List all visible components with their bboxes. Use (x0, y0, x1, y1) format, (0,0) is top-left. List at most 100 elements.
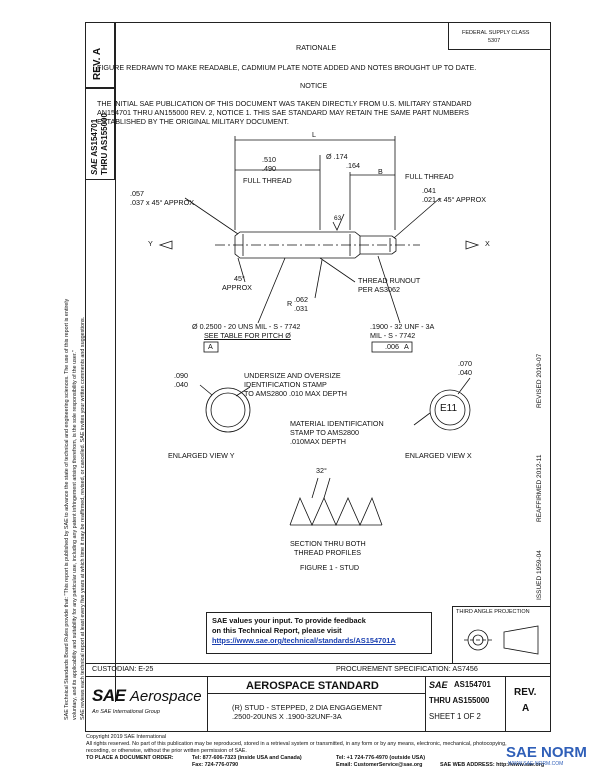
fsc-line-2: 5307 (488, 38, 501, 44)
full-thread-left: FULL THREAD (243, 176, 292, 185)
rationale-text: FIGURE REDRAWN TO MAKE READABLE, CADMIUM… (97, 63, 477, 72)
feedback-line-2: on this Technical Report, please visit (212, 626, 342, 635)
approx-label: APPROX (222, 283, 252, 292)
dim-dia-174: Ø .174 (326, 152, 348, 161)
dim-510: .510 (262, 155, 276, 164)
title-line-1: (R) STUD - STEPPED, 2 DIA ENGAGEMENT (232, 703, 383, 712)
footer-copyright-1: Copyright 2019 SAE International (86, 734, 167, 740)
chamfer-left-2: .037 x 45° APPROX (130, 198, 195, 207)
sae-logo: SAE Aerospace (92, 686, 202, 706)
doc-number-1: AS154701 (454, 680, 491, 689)
sae-logo-mark: SAE (92, 686, 126, 705)
footer-web: SAE WEB ADDRESS: http://www.sae.org (440, 762, 545, 768)
title-block-heading-line (207, 693, 425, 694)
thread-runout-1: THREAD RUNOUT (358, 276, 421, 285)
radius-1: .062 (294, 295, 308, 304)
title-block-div-3 (505, 676, 506, 732)
sae-logo-aerospace: Aerospace (129, 688, 202, 705)
doc-prefix: SAE (429, 680, 448, 690)
material-2: STAMP TO AMS2800 (290, 428, 359, 437)
view-x-dim-2: .040 (458, 368, 472, 377)
callout-left-1: Ø 0.2500 - 20 UNS MIL - S - 7742 (192, 322, 301, 331)
footer-tel-1: Tel: 877-606-7323 (inside USA and Canada… (192, 755, 302, 761)
footer-tel-2: Tel: +1 724-776-4970 (outside USA) (336, 755, 426, 761)
chamfer-left-1: .057 (130, 189, 144, 198)
sae-logo-tagline: An SAE International Group (92, 709, 160, 715)
surface-mark: 63 (334, 215, 342, 222)
rev-label: REV. (514, 687, 537, 698)
thread-runout-2: PER AS3062 (358, 285, 400, 294)
doc-id-vertical-box (85, 88, 115, 180)
custodian-row-top (85, 663, 551, 664)
notice-line-3: ESTABLISHED BY THE ORIGINAL MILITARY DOC… (97, 117, 289, 126)
material-3: .010MAX DEPTH (290, 437, 346, 446)
left-column-divider (115, 22, 116, 702)
notice-heading: NOTICE (300, 81, 328, 90)
standard-heading: AEROSPACE STANDARD (246, 680, 379, 692)
feedback-line-1: SAE values your input. To provide feedba… (212, 616, 366, 625)
callout-right-4: A (404, 342, 409, 351)
view-x-dim-1: .070 (458, 359, 472, 368)
callout-right-3: .006 (385, 342, 399, 351)
view-x-label: X (485, 239, 490, 248)
radius-r: R (287, 299, 293, 308)
sheet-number: SHEET 1 OF 2 (429, 712, 481, 721)
footer-fax: Fax: 724-776-0790 (192, 762, 239, 768)
rationale-heading: RATIONALE (296, 43, 337, 52)
projection-label: THIRD ANGLE PROJECTION (456, 609, 530, 615)
fsc-line-1: FEDERAL SUPPLY CLASS (462, 30, 530, 36)
callout-right-1: .1900 - 32 UNF - 3A (370, 322, 435, 331)
section-1: SECTION THRU BOTH (290, 539, 366, 548)
title-block-top (85, 676, 551, 678)
feedback-box (206, 612, 432, 654)
enlarged-view-x: ENLARGED VIEW X (405, 451, 472, 460)
notice-line-1: THE INITIAL SAE PUBLICATION OF THIS DOCU… (97, 99, 472, 108)
footer-order-label: TO PLACE A DOCUMENT ORDER: (86, 755, 174, 761)
thread-angle: 32° (316, 466, 327, 475)
dim-164: .164 (346, 161, 360, 170)
footer-copyright-2: All rights reserved. No part of this pub… (86, 741, 507, 747)
ident-mark: E11 (440, 403, 458, 414)
notice-line-2: AN154701 THRU AN155000 REV. 2, NOTICE 1.… (97, 108, 469, 117)
chamfer-right-2: .021 x 45° APPROX (422, 195, 487, 204)
callout-left-2: SEE TABLE FOR PITCH Ø (204, 331, 291, 340)
watermark-sub: WWW.SAE-NORM.COM (508, 761, 564, 767)
stud-drawing (158, 136, 480, 526)
projection-symbol-icon (464, 625, 539, 655)
reaffirmed-date: REAFFIRMED 2012-11 (536, 454, 543, 522)
feedback-link[interactable]: https://www.sae.org/technical/standards/… (212, 636, 396, 645)
watermark-main: SAE NORM (506, 744, 587, 761)
doc-number-2: THRU AS155000 (429, 696, 490, 705)
procurement-spec: PROCUREMENT SPECIFICATION: AS7456 (336, 664, 478, 673)
custodian: CUSTODIAN: E-25 (92, 664, 154, 673)
chamfer-right-1: .041 (422, 186, 436, 195)
title-line-2: .2500-20UNS X .1900-32UNF-3A (232, 712, 342, 721)
revised-date: REVISED 2019-07 (536, 353, 543, 408)
footer-copyright-3: recording, or otherwise, without the pri… (86, 748, 247, 754)
issued-date: ISSUED 1959-04 (536, 550, 543, 600)
material-1: MATERIAL IDENTIFICATION (290, 419, 384, 428)
rev-value: A (522, 703, 530, 714)
undersize-1: UNDERSIZE AND OVERSIZE (244, 371, 341, 380)
radius-2: .031 (294, 304, 308, 313)
undersize-2: IDENTIFICATION STAMP (244, 380, 327, 389)
dim-l: L (312, 130, 316, 139)
section-2: THREAD PROFILES (294, 548, 362, 557)
full-thread-right: FULL THREAD (405, 172, 454, 181)
title-block-div-1 (207, 676, 208, 732)
callout-left-3: A (208, 342, 213, 351)
figure-caption: FIGURE 1 - STUD (300, 563, 360, 572)
undersize-3: TO AMS2800 .010 MAX DEPTH (244, 389, 347, 398)
footer-email: Email: CustomerService@sae.org (336, 762, 423, 768)
dim-b: B (378, 167, 383, 176)
callout-right-2: MIL - S - 7742 (370, 331, 416, 340)
view-y-dim-2: .040 (174, 380, 188, 389)
dim-490: .490 (262, 164, 276, 173)
title-block-div-2 (425, 676, 426, 732)
drawing-frame (85, 22, 551, 732)
view-y-label: Y (148, 239, 153, 248)
angle-45: 45° (234, 274, 245, 283)
fsc-box (448, 22, 551, 50)
enlarged-view-y: ENLARGED VIEW Y (168, 451, 235, 460)
rev-box (85, 22, 115, 88)
